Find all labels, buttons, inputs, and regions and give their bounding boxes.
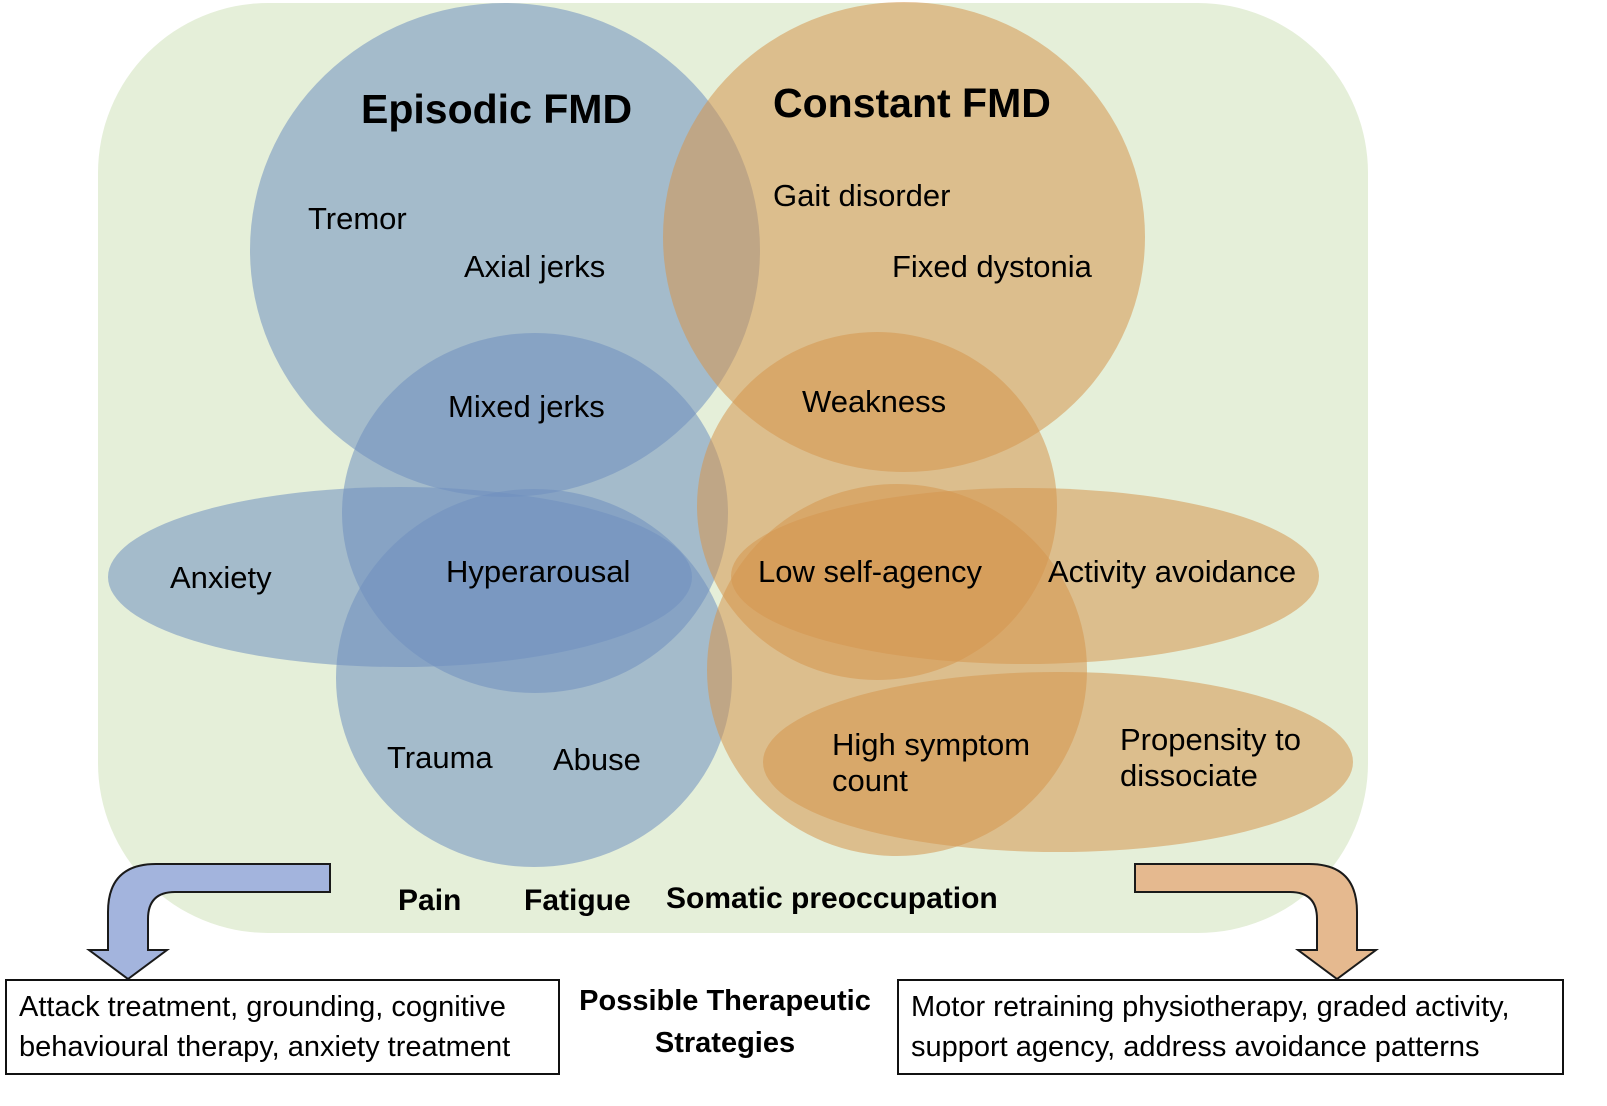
constant-strategy-line1: Motor retraining physiotherapy, graded a…	[911, 991, 1510, 1023]
label-axial-jerks: Axial jerks	[464, 249, 606, 284]
episodic-title: Episodic FMD	[361, 86, 633, 132]
episodic-strategy-line2: behavioural therapy, anxiety treatment	[19, 1031, 511, 1063]
label-abuse: Abuse	[553, 742, 641, 777]
constant-shapes	[663, 2, 1353, 856]
episodic-arrow	[85, 863, 331, 981]
propensity-ellipse	[763, 672, 1353, 852]
label-gait-disorder: Gait disorder	[773, 178, 951, 213]
constant-main-circle	[663, 2, 1145, 472]
constant-arrow	[1134, 863, 1380, 981]
caption-line2: Strategies	[654, 1027, 796, 1059]
label-high-symptom-count: High symptom count	[832, 727, 1030, 798]
label-high-symptom-count-line2: count	[832, 762, 908, 798]
trauma-circle	[336, 489, 732, 867]
episodic-shapes	[108, 3, 760, 867]
label-trauma: Trauma	[387, 740, 493, 775]
constant-title: Constant FMD	[773, 80, 1051, 126]
therapeutic-strategies-caption: Possible Therapeutic Strategies	[560, 980, 890, 1064]
label-high-symptom-count-line1: High symptom	[832, 727, 1031, 762]
label-propensity-line2: dissociate	[1120, 757, 1258, 793]
label-activity-avoidance: Activity avoidance	[1048, 554, 1297, 589]
label-mixed-jerks: Mixed jerks	[448, 389, 605, 424]
episodic-strategy-box: Attack treatment, grounding, cognitive b…	[5, 979, 560, 1075]
label-hyperarousal: Hyperarousal	[446, 554, 631, 589]
label-anxiety: Anxiety	[170, 560, 272, 595]
episodic-strategy-line1: Attack treatment, grounding, cognitive	[19, 991, 506, 1023]
label-fixed-dystonia: Fixed dystonia	[892, 249, 1092, 284]
label-tremor: Tremor	[308, 201, 407, 236]
label-propensity-line1: Propensity to	[1120, 722, 1301, 757]
caption-line1: Possible Therapeutic	[579, 985, 871, 1017]
constant-strategy-line2: support agency, address avoidance patter…	[911, 1031, 1480, 1063]
label-propensity-to-dissociate: Propensity to dissociate	[1120, 722, 1301, 793]
label-fatigue: Fatigue	[524, 884, 631, 917]
constant-strategy-box: Motor retraining physiotherapy, graded a…	[897, 979, 1564, 1075]
label-weakness: Weakness	[802, 384, 947, 419]
label-somatic-preoccupation: Somatic preoccupation	[666, 882, 998, 915]
label-pain: Pain	[398, 884, 462, 917]
label-low-self-agency: Low self-agency	[758, 554, 983, 589]
